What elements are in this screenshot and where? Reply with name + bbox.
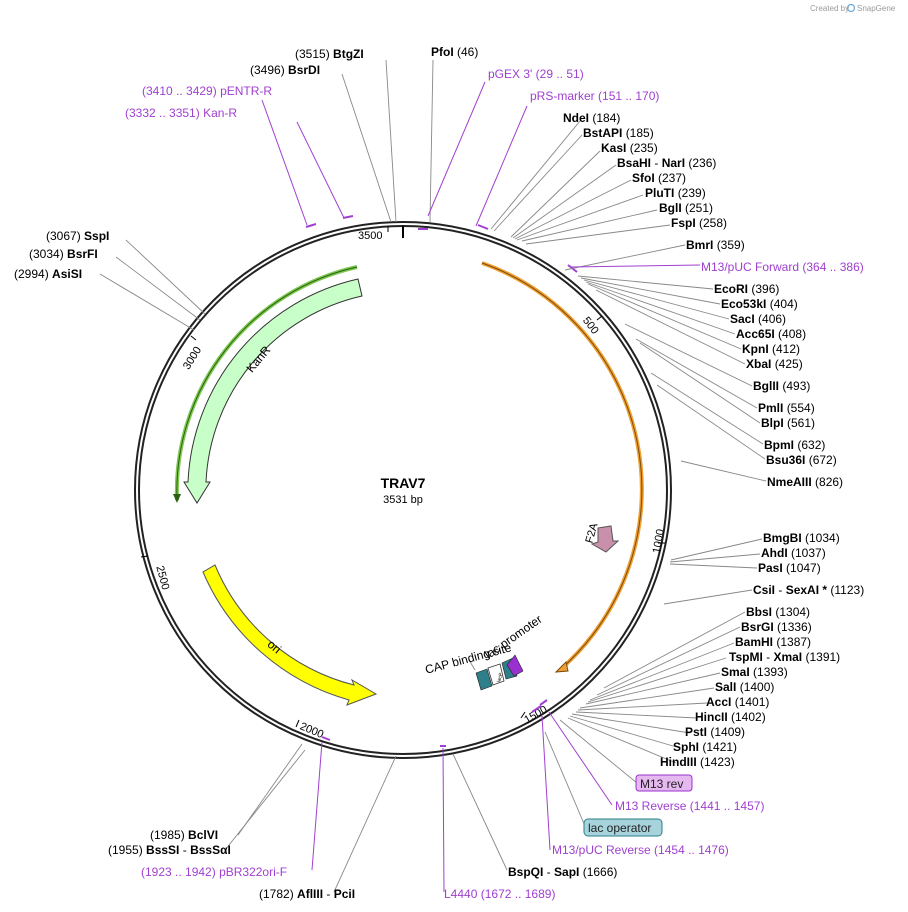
svg-text:M13 rev: M13 rev [640,777,683,791]
pfoi-label: PfoI (46) [431,45,478,59]
enzyme-labels: (3515) BtgZI (3496) BsrDI PfoI (46) pGEX… [14,45,864,901]
lac-promoter-arrow [487,663,505,686]
bgli-label: BglI (251) [659,201,713,215]
tick-1000: 1000 [651,528,667,554]
orange-feature-arc-center [481,262,643,669]
m13-puc-forward-label: M13/pUC Forward (364 .. 386) [701,260,864,274]
f2a-feature-arrow [590,525,620,553]
hindiii-label: HindIII (1423) [660,755,735,769]
primer-markers [305,215,578,747]
prs-primer-label: pRS-marker (151 .. 170) [530,89,659,103]
tspmi-xmai-label: TspMI - XmaI (1391) [729,650,840,664]
bclvi-label: (1985) BclVI [150,828,218,842]
svg-text:1000: 1000 [651,528,667,554]
saci-label: SacI (406) [730,312,786,326]
ahdi-label: AhdI (1037) [761,546,826,560]
bsssi-label: (1955) BssSI - BssSαI [108,843,231,857]
plasmid-name: TRAV7 [381,475,426,491]
sfoi-label: SfoI (237) [632,171,686,185]
m13-puc-reverse-label: M13/pUC Reverse (1454 .. 1476) [552,843,729,857]
pgex-primer-label: pGEX 3' (29 .. 51) [488,67,584,81]
bbsi-label: BbsI (1304) [746,605,810,619]
plasmid-size: 3531 bp [383,494,423,506]
tick-3500: 3500 [358,226,389,242]
fspi-label: FspI (258) [671,216,727,230]
bglii-label: BglII (493) [753,379,810,393]
lac-promoter-label: lac promoter [482,612,545,662]
kanr-feature-arrow [183,278,363,504]
green-feature-arrowhead [173,494,181,503]
svg-text:lac operator: lac operator [588,821,651,835]
svg-text:3500: 3500 [358,230,382,242]
svg-text:2500: 2500 [153,564,171,591]
pentr-primer-label: (3410 .. 3429) pENTR-R [142,84,272,98]
hincii-label: HincII (1402) [695,710,766,724]
bsrdi-label: (3496) BsrDI [250,63,320,77]
callout-lines [99,59,767,893]
backbone-outer [134,221,672,759]
bmgbi-label: BmgBI (1034) [763,531,840,545]
credit-brand: SnapGene [857,4,896,13]
asisi-label: (2994) AsiSI [14,267,82,281]
bmri-label: BmrI (359) [686,238,745,252]
psti-label: PstI (1409) [685,725,745,739]
kpni-label: KpnI (412) [742,342,800,356]
m13-reverse-label: M13 Reverse (1441 .. 1457) [615,799,764,813]
m13-rev-box [506,654,524,677]
snapgene-logo-icon [846,3,856,13]
lac-operator-badge: lac operator [583,818,663,837]
f2a-feature-label: F2A [584,521,601,544]
bstapi-label: BstAPI (185) [583,126,654,140]
pmli-label: PmlI (554) [758,401,815,415]
green-feature-arc-center [176,266,358,501]
lac-promoter-inner-label: lacP [496,672,505,684]
bsrfi-label: (3034) BsrFI [29,247,98,261]
eco53ki-label: Eco53kI (404) [721,297,798,311]
sali-label: SalI (1400) [715,680,774,694]
kanr-primer-label: (3332 .. 3351) Kan-R [125,106,237,120]
pbr322ori-primer-label: (1923 .. 1942) pBR322ori-F [141,865,287,879]
afliii-pcii-label: (1782) AflIII - PciI [259,887,355,901]
kasi-label: KasI (235) [601,141,658,155]
btgzi-label: (3515) BtgZI [295,47,364,61]
credit-text: Created by [810,4,849,13]
csii-sexai-label: CsiI - SexAI * (1123) [753,583,864,597]
bspqi-sapi-label: BspQI - SapI (1666) [508,865,617,879]
pluti-label: PluTI (239) [645,186,706,200]
acc65i-label: Acc65I (408) [736,327,806,341]
orange-feature-arrowhead [554,661,569,673]
nmeaiii-label: NmeAIII (826) [767,475,843,489]
ecori-label: EcoRI (396) [714,282,779,296]
smai-label: SmaI (1393) [721,665,788,679]
xbai-label: XbaI (425) [746,357,803,371]
bpmi-label: BpmI (632) [764,438,825,452]
pasi-label: PasI (1047) [758,561,821,575]
blpi-label: BlpI (561) [761,416,815,430]
bsu36i-label: Bsu36I (672) [766,453,837,467]
bamhi-label: BamHI (1387) [735,635,811,649]
svg-text:3000: 3000 [181,345,204,372]
ori-feature-arrow [202,564,378,706]
bsahi-nari-label: BsaHI - NarI (236) [617,156,716,170]
m13-rev-badge: M13 rev [635,774,693,792]
ndei-label: NdeI (184) [563,111,620,125]
sspi-label: (3067) SspI [46,229,109,243]
orange-feature-arc [481,261,644,670]
sphi-label: SphI (1421) [673,740,737,754]
l4440-primer-label: L4440 (1672 .. 1689) [444,887,555,901]
acci-label: AccI (1401) [706,695,769,709]
cap-binding-site-box [475,668,493,691]
bsrgi-label: BsrGI (1336) [741,620,812,634]
